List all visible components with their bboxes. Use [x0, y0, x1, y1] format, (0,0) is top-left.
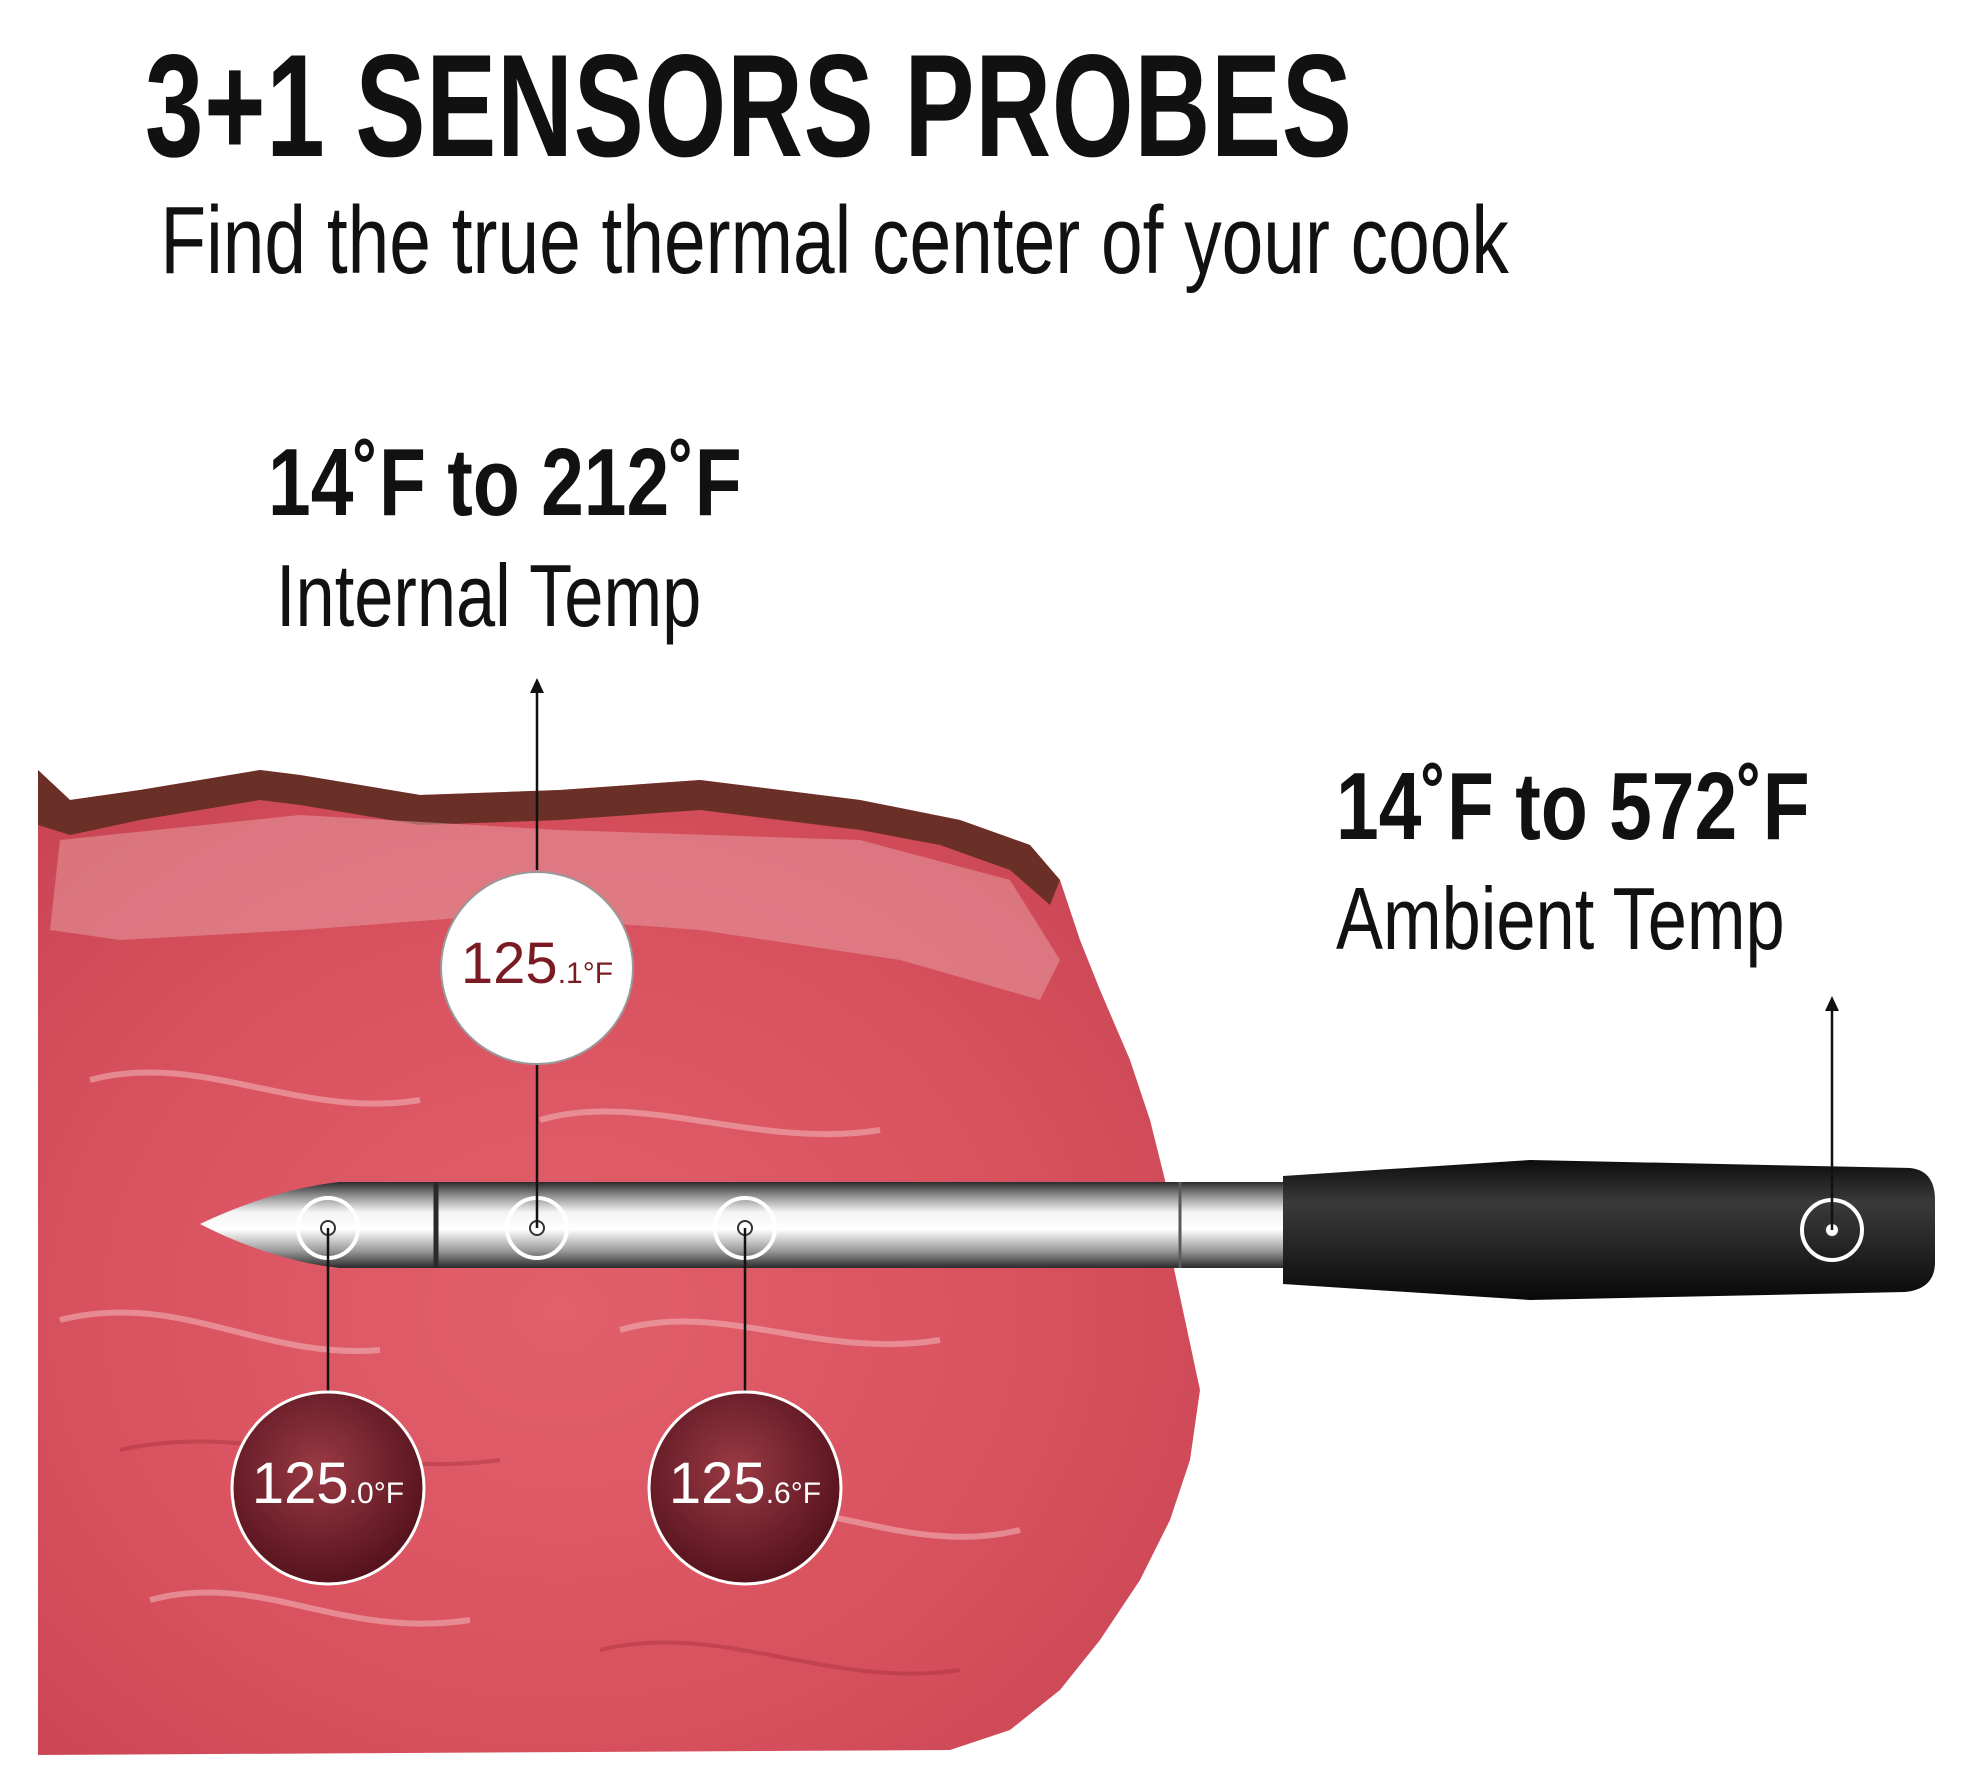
reading-right-decimal: .6	[765, 1477, 791, 1510]
reading-left: 125.0°F	[232, 1450, 424, 1517]
reading-right: 125.6°F	[649, 1450, 841, 1517]
page-title: 3+1 SENSORS PROBES	[144, 24, 1353, 187]
ambient-temp-range: 14˚F to 572˚F	[1336, 753, 1810, 860]
reading-right-whole: 125	[668, 1451, 766, 1516]
reading-left-unit: °F	[373, 1477, 405, 1510]
reading-bubble-left	[230, 1390, 426, 1586]
internal-temp-range: 14˚F to 212˚F	[268, 429, 742, 536]
internal-temp-label: Internal Temp	[276, 546, 702, 645]
page-subtitle: Find the true thermal center of your coo…	[160, 187, 1509, 294]
arrow-heads	[530, 678, 1839, 1011]
reading-left-decimal: .0	[348, 1477, 374, 1510]
reading-top-decimal: .1	[557, 957, 583, 990]
ambient-temp-label: Ambient Temp	[1336, 869, 1785, 968]
reading-top: 125.1°F	[441, 930, 633, 997]
reading-right-unit: °F	[790, 1477, 822, 1510]
meat-crust	[38, 770, 1060, 905]
reading-left-whole: 125	[251, 1451, 349, 1516]
reading-top-unit: °F	[582, 957, 614, 990]
probe-handle	[1283, 1160, 1935, 1300]
reading-bubble-top	[440, 871, 634, 1065]
leader-lines	[326, 690, 1834, 1392]
probe-shaft	[338, 1182, 1283, 1268]
reading-top-whole: 125	[460, 931, 558, 996]
reading-bubble-right	[647, 1390, 843, 1586]
